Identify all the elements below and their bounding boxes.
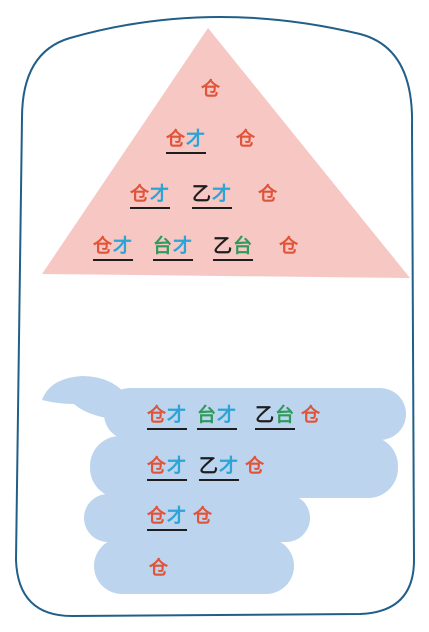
underline — [93, 259, 133, 261]
pyramid-row-2: 仓才 仓 — [166, 128, 255, 154]
snake-row1-group-2: 台才 — [197, 404, 237, 430]
char: 仓 — [147, 404, 167, 426]
char: 乙 — [213, 235, 233, 257]
snake-row2-group-1: 仓才 — [147, 455, 187, 481]
snake-row3-group-1: 仓才 — [147, 505, 187, 531]
char: 仓 — [147, 505, 167, 527]
pyramid-row4-group-1: 仓才 — [93, 235, 133, 261]
char: 台 — [233, 235, 253, 257]
pyramid-row-4: 仓才 台才 乙台 仓 — [93, 235, 298, 261]
char: 仓 — [147, 455, 167, 477]
underline — [147, 479, 187, 481]
char: 乙 — [199, 455, 219, 477]
char: 仓 — [166, 128, 186, 150]
underline — [192, 207, 232, 209]
char: 台 — [275, 404, 295, 426]
pyramid-row4-group-3: 乙台 — [213, 235, 253, 261]
pyramid-row2-group-1: 仓才 — [166, 128, 206, 154]
pyramid-row4-char: 仓 — [279, 235, 298, 257]
pyramid-row2-char: 仓 — [236, 128, 255, 150]
char: 仓 — [93, 235, 113, 257]
pyramid-row1-char: 仓 — [201, 78, 220, 100]
char: 才 — [217, 404, 237, 426]
pyramid-row3-char: 仓 — [258, 183, 277, 205]
char: 才 — [212, 183, 232, 205]
snake-row1-group-3: 乙台 — [255, 404, 295, 430]
snake-row2-group-2: 乙才 — [199, 455, 239, 481]
char: 仓 — [130, 183, 150, 205]
pyramid-row-3: 仓才 乙才 仓 — [130, 183, 277, 209]
snake-row3-char: 仓 — [193, 505, 212, 527]
snake-row4-char: 仓 — [149, 557, 168, 579]
underline — [197, 428, 237, 430]
pyramid-row-1: 仓 — [201, 78, 220, 104]
char: 台 — [153, 235, 173, 257]
snake-row-2: 仓才 乙才 仓 — [147, 455, 264, 481]
snake-row-4: 仓 — [149, 557, 168, 583]
underline — [255, 428, 295, 430]
underline — [130, 207, 170, 209]
char: 才 — [173, 235, 193, 257]
char: 乙 — [192, 183, 212, 205]
snake-row-3: 仓才 仓 — [147, 505, 212, 531]
char: 台 — [197, 404, 217, 426]
char: 才 — [186, 128, 206, 150]
underline — [166, 152, 206, 154]
underline — [199, 479, 239, 481]
snake-row1-group-1: 仓才 — [147, 404, 187, 430]
char: 才 — [167, 505, 187, 527]
underline — [147, 529, 187, 531]
char: 才 — [167, 404, 187, 426]
underline — [147, 428, 187, 430]
char: 才 — [113, 235, 133, 257]
char: 乙 — [255, 404, 275, 426]
pyramid-row3-group-2: 乙才 — [192, 183, 232, 209]
pyramid-row4-group-2: 台才 — [153, 235, 193, 261]
underline — [153, 259, 193, 261]
char: 才 — [219, 455, 239, 477]
char: 才 — [167, 455, 187, 477]
snake-row1-char: 仓 — [301, 404, 320, 426]
char: 才 — [150, 183, 170, 205]
underline — [213, 259, 253, 261]
snake-row2-char: 仓 — [245, 455, 264, 477]
pyramid-row3-group-1: 仓才 — [130, 183, 170, 209]
snake-row-1: 仓才 台才 乙台 仓 — [147, 404, 320, 430]
